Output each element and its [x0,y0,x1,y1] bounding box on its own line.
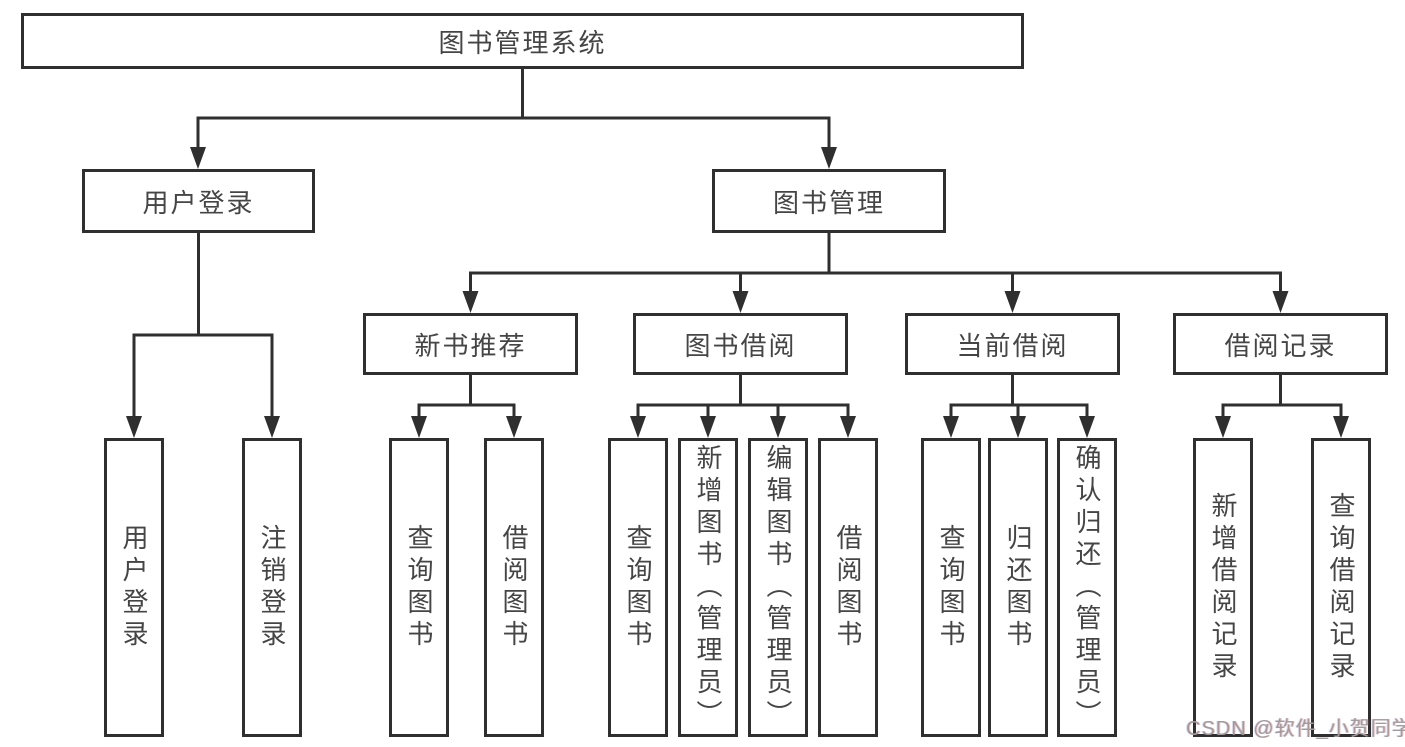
arrow-down-icon [126,416,142,438]
leaf-logout: 注销登录 [242,438,302,737]
leaf-user-login: 用户登录 [104,438,164,737]
arrow-down-icon [1079,416,1095,438]
leaf-query-books-borrow: 查询图书 [608,438,668,737]
arrow-down-icon [1004,291,1021,313]
arrow-down-icon [506,416,522,438]
leaf-edit-book-admin: 编辑图书（管理员） [748,438,808,737]
node-user-login: 用户登录 [82,169,315,233]
node-current-borrow: 当前借阅 [905,313,1120,375]
leaf-borrow-books-recommend: 借阅图书 [484,438,544,737]
arrow-down-icon [821,147,837,169]
node-borrow-records: 借阅记录 [1173,313,1388,375]
node-book-borrow: 图书借阅 [633,313,848,375]
connector-path [132,67,1343,420]
node-library-system: 图书管理系统 [21,13,1024,69]
arrow-down-icon [264,416,280,438]
leaf-confirm-return-admin: 确认归还（管理员） [1057,438,1117,737]
arrow-down-icon [1333,416,1349,438]
arrow-down-icon [1010,416,1026,438]
leaf-query-books-recommend: 查询图书 [389,438,449,737]
node-new-book-recommend: 新书推荐 [363,313,578,375]
leaf-query-borrow-record: 查询借阅记录 [1311,438,1371,737]
arrow-down-icon [943,416,959,438]
watermark: CSDN @软件_小贺同学 [1186,718,1405,740]
arrow-down-icon [732,291,749,313]
leaf-add-book-admin: 新增图书（管理员） [678,438,738,737]
arrow-down-icon [700,416,716,438]
arrow-down-icon [1272,291,1289,313]
arrow-down-icon [1215,416,1231,438]
leaf-borrow-books: 借阅图书 [818,438,878,737]
arrow-down-icon [630,416,646,438]
leaf-add-borrow-record: 新增借阅记录 [1193,438,1253,737]
arrow-down-icon [190,147,206,169]
arrow-down-icon [840,416,856,438]
arrow-down-icon [411,416,427,438]
leaf-return-book: 归还图书 [988,438,1048,737]
arrow-down-icon [770,416,786,438]
leaf-query-books-current: 查询图书 [921,438,981,737]
arrow-down-icon [462,291,479,313]
node-book-management: 图书管理 [712,169,946,233]
